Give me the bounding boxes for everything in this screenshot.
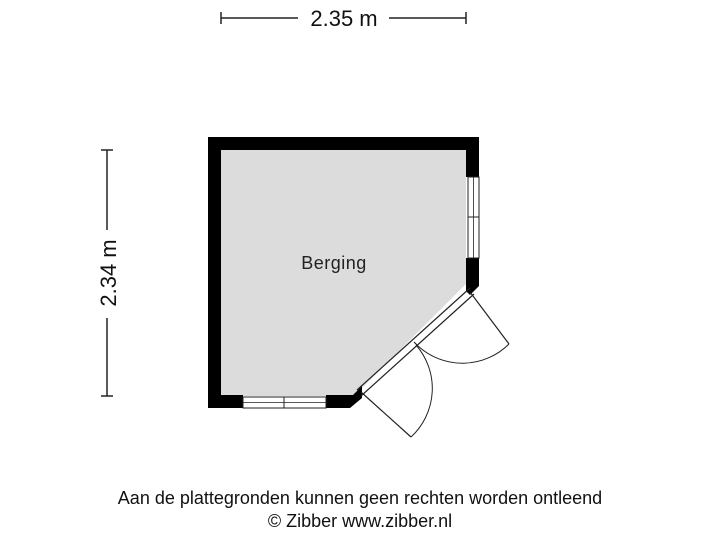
height-dimension: 2.34 m <box>96 149 121 397</box>
window-bottom <box>242 396 327 409</box>
disclaimer-text: Aan de plattegronden kunnen geen rechten… <box>117 488 603 508</box>
room-label: Berging <box>301 253 367 273</box>
room-floor <box>221 150 466 396</box>
window-right <box>467 176 480 259</box>
width-dimension-label: 2.35 m <box>310 6 377 31</box>
door-frame <box>356 287 475 397</box>
height-dimension-label: 2.34 m <box>96 239 121 306</box>
walls <box>208 137 479 408</box>
double-door <box>360 291 510 438</box>
width-dimension: 2.35 m <box>220 6 467 31</box>
copyright-text: © Zibber www.zibber.nl <box>267 511 453 531</box>
